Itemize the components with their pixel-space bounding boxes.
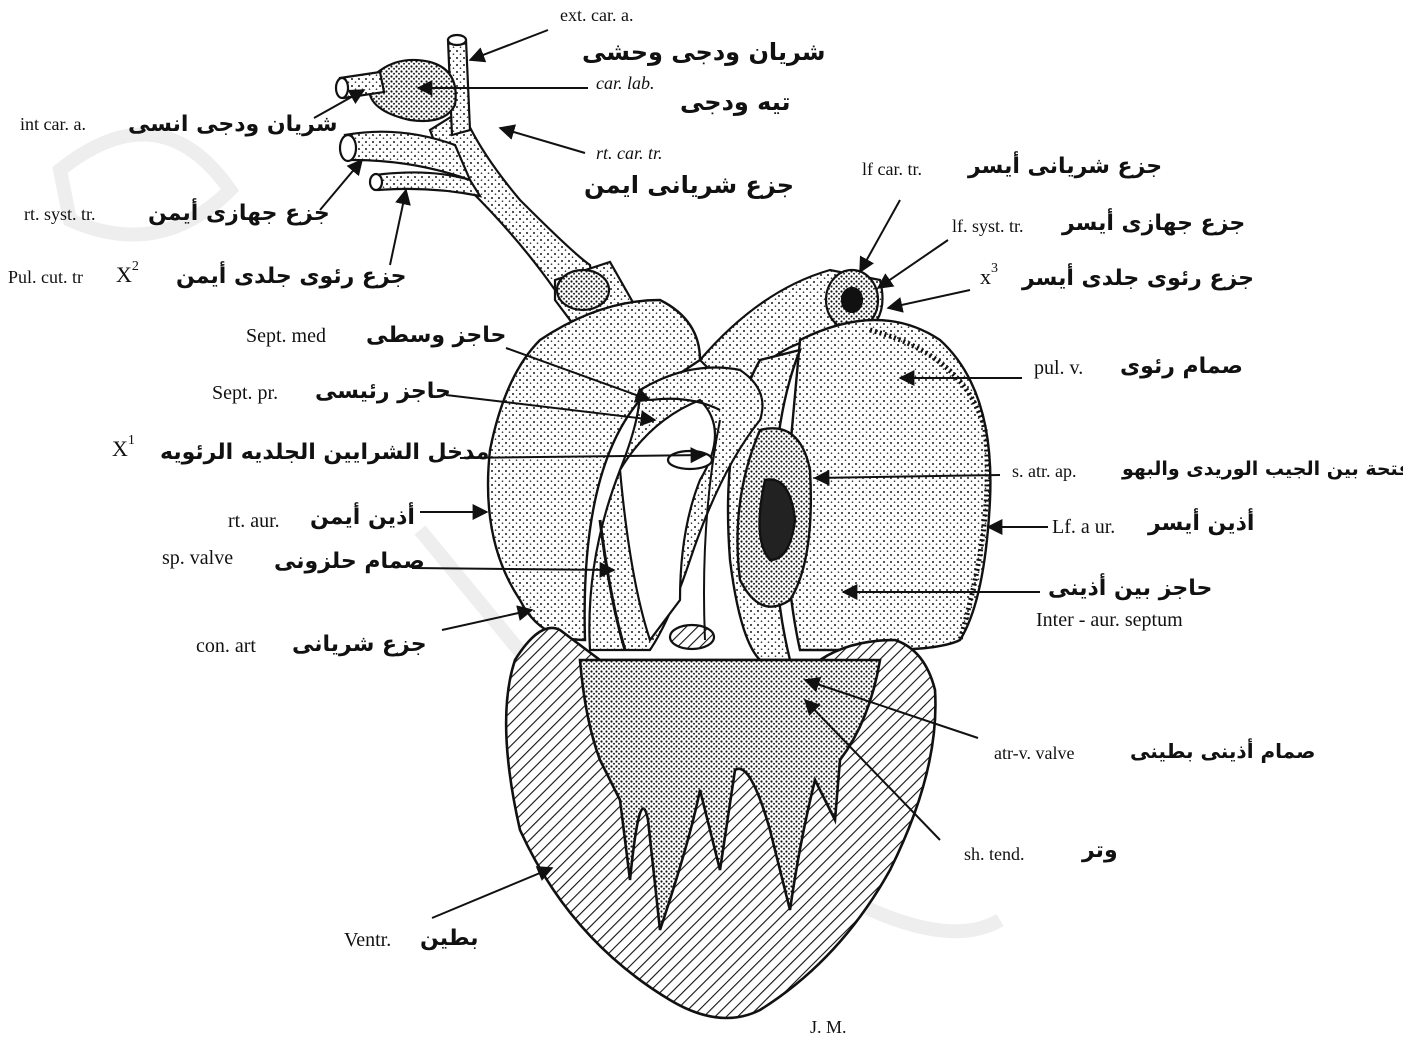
label-lf-aur: Lf. a ur. (1052, 517, 1115, 537)
label-lf-car-tr-ar: جزع شريانى أيسر (968, 156, 1162, 178)
label-x2: X2 (116, 264, 139, 286)
label-con-art: con. art (196, 636, 256, 656)
label-lf-syst-tr-ar: جزع جهازى أيسر (1062, 213, 1245, 235)
label-sp-valve-ar: صمام حلزونى (274, 551, 425, 573)
label-pul-v: pul. v. (1034, 358, 1083, 378)
label-rt-car-tr-ar: جزع شريانى ايمن (584, 173, 794, 197)
label-x3-ar: جزع رئوى جلدى أيسر (1022, 268, 1254, 290)
label-inter-aur-ar: حاجز بين أذينى (1048, 578, 1212, 600)
label-rt-aur: rt. aur. (228, 511, 280, 531)
label-ext-car-a: ext. car. a. (560, 6, 633, 24)
label-lf-aur-ar: أذين أيسر (1148, 513, 1254, 535)
label-con-art-ar: جزع شريانى (292, 634, 427, 656)
label-sept-pr: Sept. pr. (212, 383, 278, 403)
label-s-atr-ap-ar: فتحة بين الجيب الوريدى والبهو (1122, 460, 1403, 479)
right-truncus-branches (336, 35, 595, 300)
label-car-lab-ar: تيه ودجى (680, 90, 791, 114)
label-sept-pr-ar: حاجز رئيسى (315, 381, 451, 403)
label-inter-aur: Inter - aur. septum (1036, 610, 1183, 630)
label-int-car-a: int car. a. (20, 115, 86, 133)
label-rt-aur-ar: أذين أيمن (310, 507, 415, 529)
label-s-atr-ap: s. atr. ap. (1012, 462, 1077, 480)
label-sp-valve: sp. valve (162, 548, 233, 568)
label-rt-syst-tr: rt. syst. tr. (24, 205, 96, 223)
label-int-car-a-ar: شريان ودجى انسى (128, 114, 337, 136)
label-ext-car-a-ar: شريان ودجى وحشى (582, 40, 825, 64)
label-pul-cut-tr: Pul. cut. tr (8, 268, 83, 286)
label-x3: x3 (980, 266, 998, 288)
label-sh-tend: sh. tend. (964, 845, 1025, 863)
label-lf-car-tr: lf car. tr. (862, 160, 922, 178)
label-sept-med: Sept. med (246, 326, 326, 346)
label-ventr-ar: بطين (420, 928, 478, 950)
label-car-lab: car. lab. (596, 74, 655, 92)
label-ventr: Ventr. (344, 930, 391, 950)
label-sept-med-ar: حاجز وسطى (366, 325, 506, 347)
label-atr-v-valve-ar: صمام أذينى بطينى (1130, 741, 1315, 761)
label-lf-syst-tr: lf. syst. tr. (952, 217, 1024, 235)
label-x1-ar: مدخل الشرايين الجلديه الرئويه (160, 442, 489, 464)
label-rt-syst-tr-ar: جزع جهازى أيمن (148, 203, 330, 225)
label-pul-cut-tr-ar: جزع رئوى جلدى أيمن (176, 266, 406, 288)
label-sh-tend-ar: وتر (1082, 840, 1118, 862)
label-x1: X1 (112, 438, 135, 460)
artist-signature: J. M. (810, 1018, 847, 1036)
ventricle (506, 628, 935, 1018)
label-atr-v-valve: atr-v. valve (994, 744, 1074, 762)
label-pul-v-ar: صمام رئوى (1120, 356, 1243, 378)
label-rt-car-tr: rt. car. tr. (596, 144, 663, 162)
